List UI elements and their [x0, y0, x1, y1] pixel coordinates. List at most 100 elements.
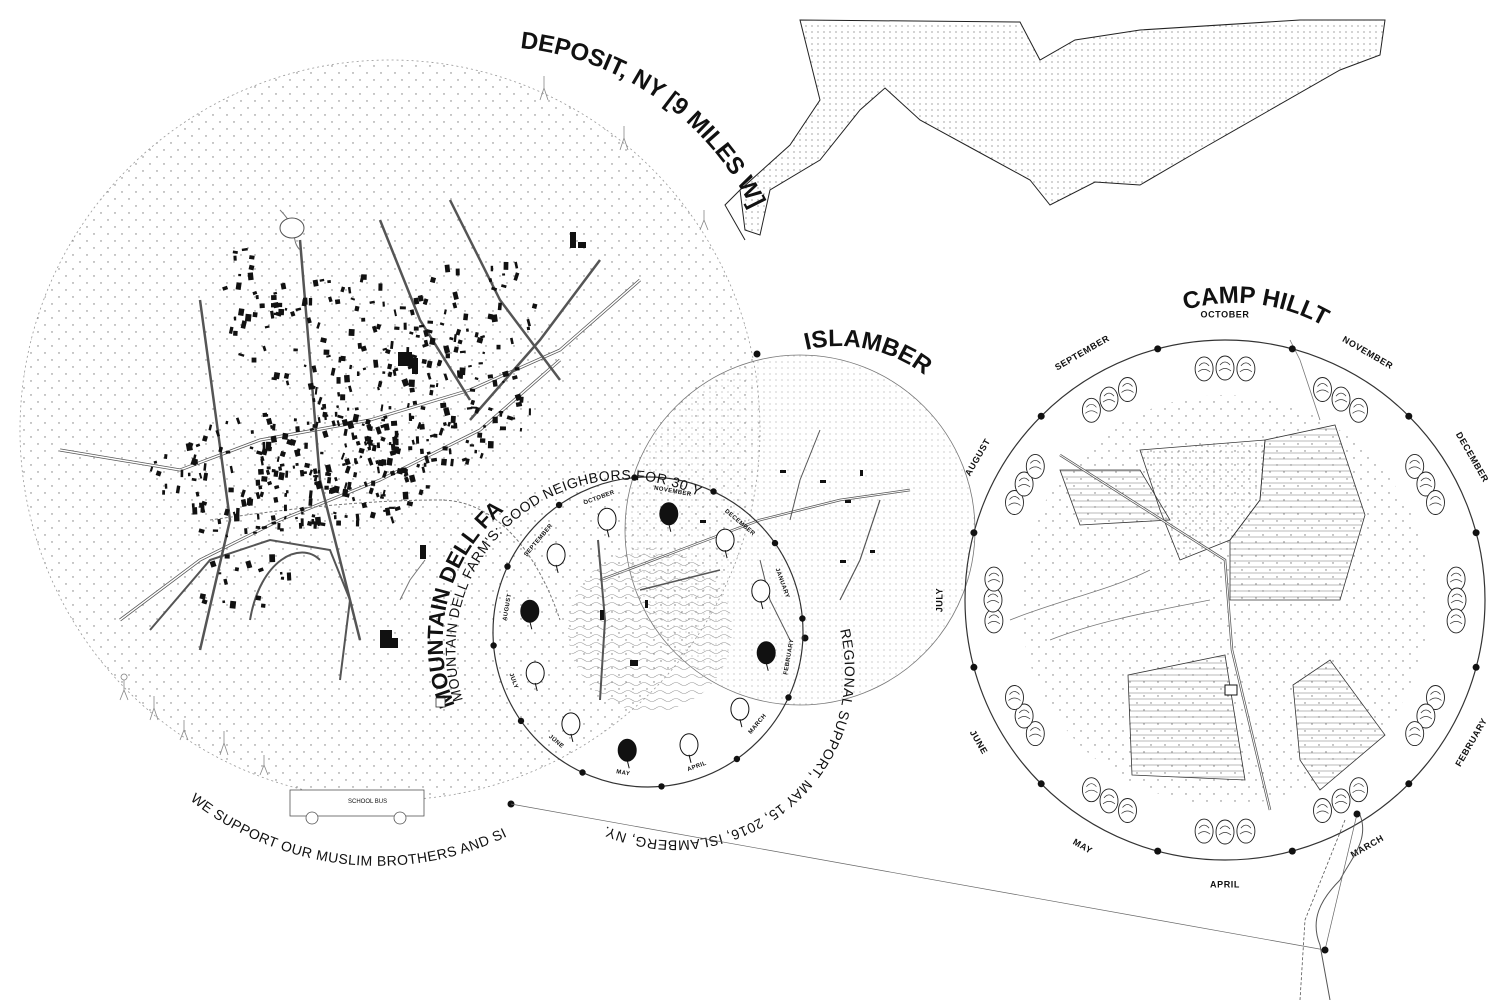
building [506, 415, 514, 421]
tree-icon [1447, 587, 1467, 613]
building [377, 386, 380, 391]
building [380, 436, 386, 442]
building [408, 379, 415, 387]
building [412, 400, 418, 406]
building [367, 457, 374, 466]
building [270, 515, 276, 521]
building [264, 414, 269, 417]
building [198, 472, 203, 479]
building [233, 330, 238, 336]
building [429, 337, 436, 346]
building [409, 309, 415, 316]
camp-ring-dot [1037, 412, 1045, 420]
connector-lines [510, 803, 1358, 951]
building [444, 264, 451, 273]
building [387, 371, 393, 378]
building [247, 272, 254, 281]
camp-ring-dot [1154, 847, 1162, 855]
building [513, 272, 520, 281]
building [271, 521, 277, 525]
building [235, 507, 240, 516]
mountain-dell-map [490, 474, 806, 790]
building [426, 329, 433, 334]
building [319, 278, 325, 282]
building [200, 505, 206, 514]
river [1299, 814, 1364, 1000]
building [380, 404, 384, 412]
camp-ring-dot [1037, 780, 1045, 788]
tree-icon [1446, 608, 1466, 634]
building [371, 444, 377, 452]
building [265, 469, 271, 476]
building [354, 305, 360, 312]
building [443, 309, 447, 315]
tree-icon [1118, 798, 1137, 823]
building [435, 383, 439, 388]
building [222, 285, 229, 291]
building [330, 367, 336, 376]
building [312, 398, 316, 403]
building [273, 302, 279, 309]
building [415, 436, 420, 444]
building [279, 450, 286, 458]
building [311, 365, 317, 373]
building [255, 595, 262, 601]
camp-ring-dot [1472, 663, 1480, 671]
building [363, 481, 368, 487]
building [519, 427, 523, 432]
building [490, 265, 494, 272]
building [342, 488, 349, 497]
building [300, 518, 304, 527]
building [162, 490, 166, 495]
building [308, 490, 313, 499]
building [203, 463, 207, 471]
building [416, 422, 422, 430]
building [455, 268, 460, 276]
plant-icon [715, 528, 735, 559]
building [497, 302, 502, 311]
building [271, 377, 278, 381]
building [209, 560, 217, 568]
building [440, 402, 447, 409]
building [278, 308, 285, 316]
building [248, 264, 255, 271]
building [403, 322, 407, 330]
building [408, 446, 413, 451]
building [421, 466, 426, 474]
camp-month-label: APRIL [1210, 879, 1240, 889]
building [341, 418, 349, 427]
building [429, 384, 435, 388]
building [340, 394, 346, 401]
building [383, 415, 388, 420]
building [273, 470, 279, 478]
building [470, 406, 477, 409]
building [312, 279, 319, 287]
building [313, 474, 318, 482]
building [325, 464, 332, 474]
building [389, 442, 392, 446]
building [223, 508, 230, 516]
building [424, 455, 430, 464]
camp-ring-dot [1154, 345, 1162, 353]
dell-ring-dot [799, 615, 806, 622]
building [241, 247, 248, 252]
tree-icon [1236, 356, 1256, 382]
building [402, 355, 407, 358]
building [347, 286, 352, 294]
building [386, 457, 393, 466]
building [249, 446, 254, 450]
tree-icon [1426, 685, 1445, 710]
building [250, 430, 254, 434]
tree-icon [1405, 453, 1425, 479]
building [360, 345, 367, 352]
building [417, 294, 424, 302]
building [191, 477, 197, 482]
building [283, 515, 287, 520]
building [358, 447, 365, 454]
building [406, 402, 410, 408]
building [447, 421, 451, 427]
building [202, 472, 209, 481]
building [402, 491, 409, 500]
building [350, 297, 356, 301]
building [336, 405, 340, 409]
